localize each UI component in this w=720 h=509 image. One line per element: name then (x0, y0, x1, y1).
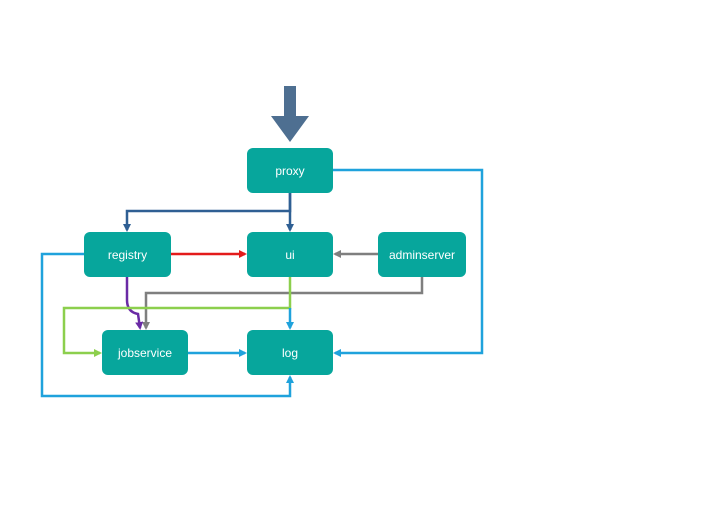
jobservice-node: jobservice (102, 330, 188, 375)
adminserver-node: adminserver (378, 232, 466, 277)
registry-node: registry (84, 232, 171, 277)
log-node: log (247, 330, 333, 375)
log-label: log (281, 345, 298, 360)
proxy-label: proxy (275, 163, 305, 178)
ui-node: ui (247, 232, 333, 277)
edge-registry-to-jobservice (125, 277, 144, 330)
jobservice-label: jobservice (117, 345, 173, 360)
edge-adminserver-to-jobservice (142, 277, 424, 330)
edge-ui-to-jobservice (62, 277, 292, 357)
registry-label: registry (107, 247, 148, 262)
proxy-node: proxy (247, 148, 333, 193)
ui-label: ui (285, 247, 295, 262)
edge-proxy-to-log (333, 168, 484, 357)
adminserver-label: adminserver (388, 247, 456, 262)
edge-registry-to-log (40, 252, 294, 398)
edge-proxy-to-registry (123, 193, 292, 232)
entry-arrow (271, 86, 309, 142)
